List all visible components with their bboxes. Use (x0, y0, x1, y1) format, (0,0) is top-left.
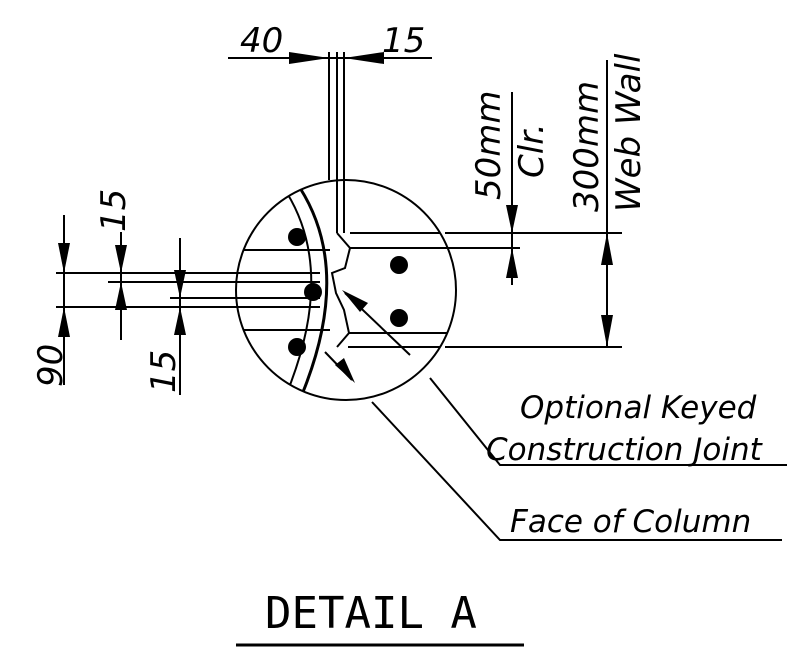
rebar-dot (390, 309, 408, 327)
dim-left-top: 15 (94, 189, 134, 232)
title-text: DETAIL A (265, 588, 477, 639)
face-of-column-note: Face of Column (371, 401, 782, 541)
detail-circle (235, 179, 457, 401)
top-dimension: 40 15 (228, 21, 432, 180)
note-face-of-column: Face of Column (510, 504, 751, 540)
dim-top-right: 15 (382, 21, 425, 61)
arrowhead-icon (115, 245, 127, 273)
arrowhead-icon (335, 358, 355, 383)
dim-left-bottom: 15 (144, 350, 184, 393)
note-keyed-line2: Construction Joint (486, 432, 764, 468)
left-dimensions: 15 90 15 (31, 189, 320, 395)
arrowhead-icon (342, 290, 368, 312)
arrowhead-icon (289, 52, 329, 64)
rebar-dot (288, 338, 306, 356)
rebar-dot (288, 228, 306, 246)
arrowhead-icon (344, 52, 384, 64)
arrowhead-icon (115, 282, 127, 310)
arrowhead-icon (601, 233, 613, 265)
keyed-joint-note: Optional Keyed Construction Joint (429, 377, 787, 468)
note-keyed-line1: Optional Keyed (520, 390, 757, 426)
dim-left-total: 90 (31, 344, 71, 387)
dim-top-left: 40 (240, 21, 283, 61)
rebar-group (288, 228, 408, 356)
arrowhead-icon (58, 243, 70, 273)
arrowhead-icon (506, 248, 518, 278)
arrowhead-icon (174, 307, 186, 335)
dim-clear-value: 50mm (469, 90, 509, 200)
dim-clear-label: Clr. (512, 123, 552, 178)
dim-wall-value: 300mm (567, 81, 607, 212)
dim-wall-label: Web Wall (609, 53, 649, 212)
arrowhead-icon (174, 270, 186, 298)
rebar-dot (304, 283, 322, 301)
arrowhead-icon (58, 307, 70, 337)
column-face-curve (298, 187, 329, 393)
keyed-joint (330, 232, 352, 348)
right-dimensions: 50mm Clr. 300mm Web Wall (445, 53, 649, 348)
arrowhead-icon (601, 315, 613, 347)
rebar-dot (390, 256, 408, 274)
arrowhead-icon (506, 205, 518, 233)
detail-title: DETAIL A (236, 588, 524, 647)
